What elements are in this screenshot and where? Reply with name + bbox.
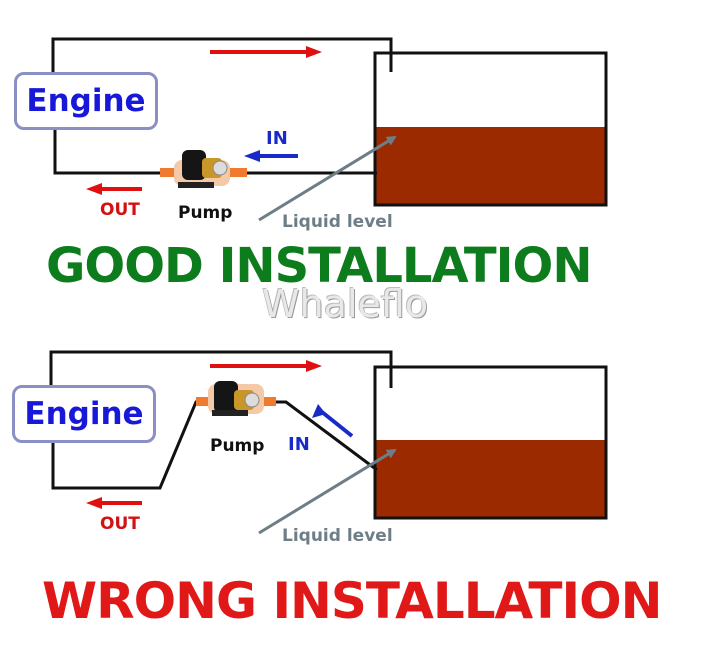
wrong-return-arrow: [210, 360, 322, 372]
wrong-in-arrow: [312, 404, 354, 438]
wrong-pump-label: Pump: [210, 436, 265, 456]
good-engine-box: Engine: [14, 72, 158, 130]
good-tank: [373, 51, 608, 207]
wrong-return-pipe: [49, 350, 393, 388]
good-liquid-pointer: [258, 135, 397, 222]
good-in-label: IN: [266, 128, 288, 149]
wrong-out-label: OUT: [100, 514, 140, 534]
good-out-arrow: [86, 183, 142, 195]
wrong-installation-title: WRONG INSTALLATION: [42, 572, 662, 630]
wrong-in-label: IN: [288, 434, 310, 455]
wrong-liquid-label: Liquid level: [282, 526, 393, 546]
good-liquid-label: Liquid level: [282, 212, 393, 232]
good-return-arrow: [210, 46, 322, 58]
good-section: [51, 37, 608, 222]
good-in-arrow: [244, 150, 298, 162]
wrong-pump: [196, 381, 276, 416]
wrong-out-arrow: [86, 497, 142, 509]
good-pump: [160, 150, 247, 188]
good-out-label: OUT: [100, 200, 140, 220]
wrong-tank: [373, 365, 608, 520]
wrong-section: [49, 350, 608, 535]
good-installation-title: GOOD INSTALLATION: [46, 238, 592, 294]
good-pump-label: Pump: [178, 203, 233, 223]
good-return-pipe: [51, 37, 393, 85]
wrong-engine-label: Engine: [24, 396, 144, 432]
wrong-engine-box: Engine: [12, 385, 156, 443]
wrong-tank-liquid: [375, 440, 606, 518]
good-supply-pipe: [53, 120, 160, 175]
wrong-liquid-pointer: [258, 448, 397, 535]
watermark: Whaleflo: [262, 282, 429, 326]
good-engine-label: Engine: [26, 83, 146, 119]
good-tank-liquid: [375, 127, 606, 205]
